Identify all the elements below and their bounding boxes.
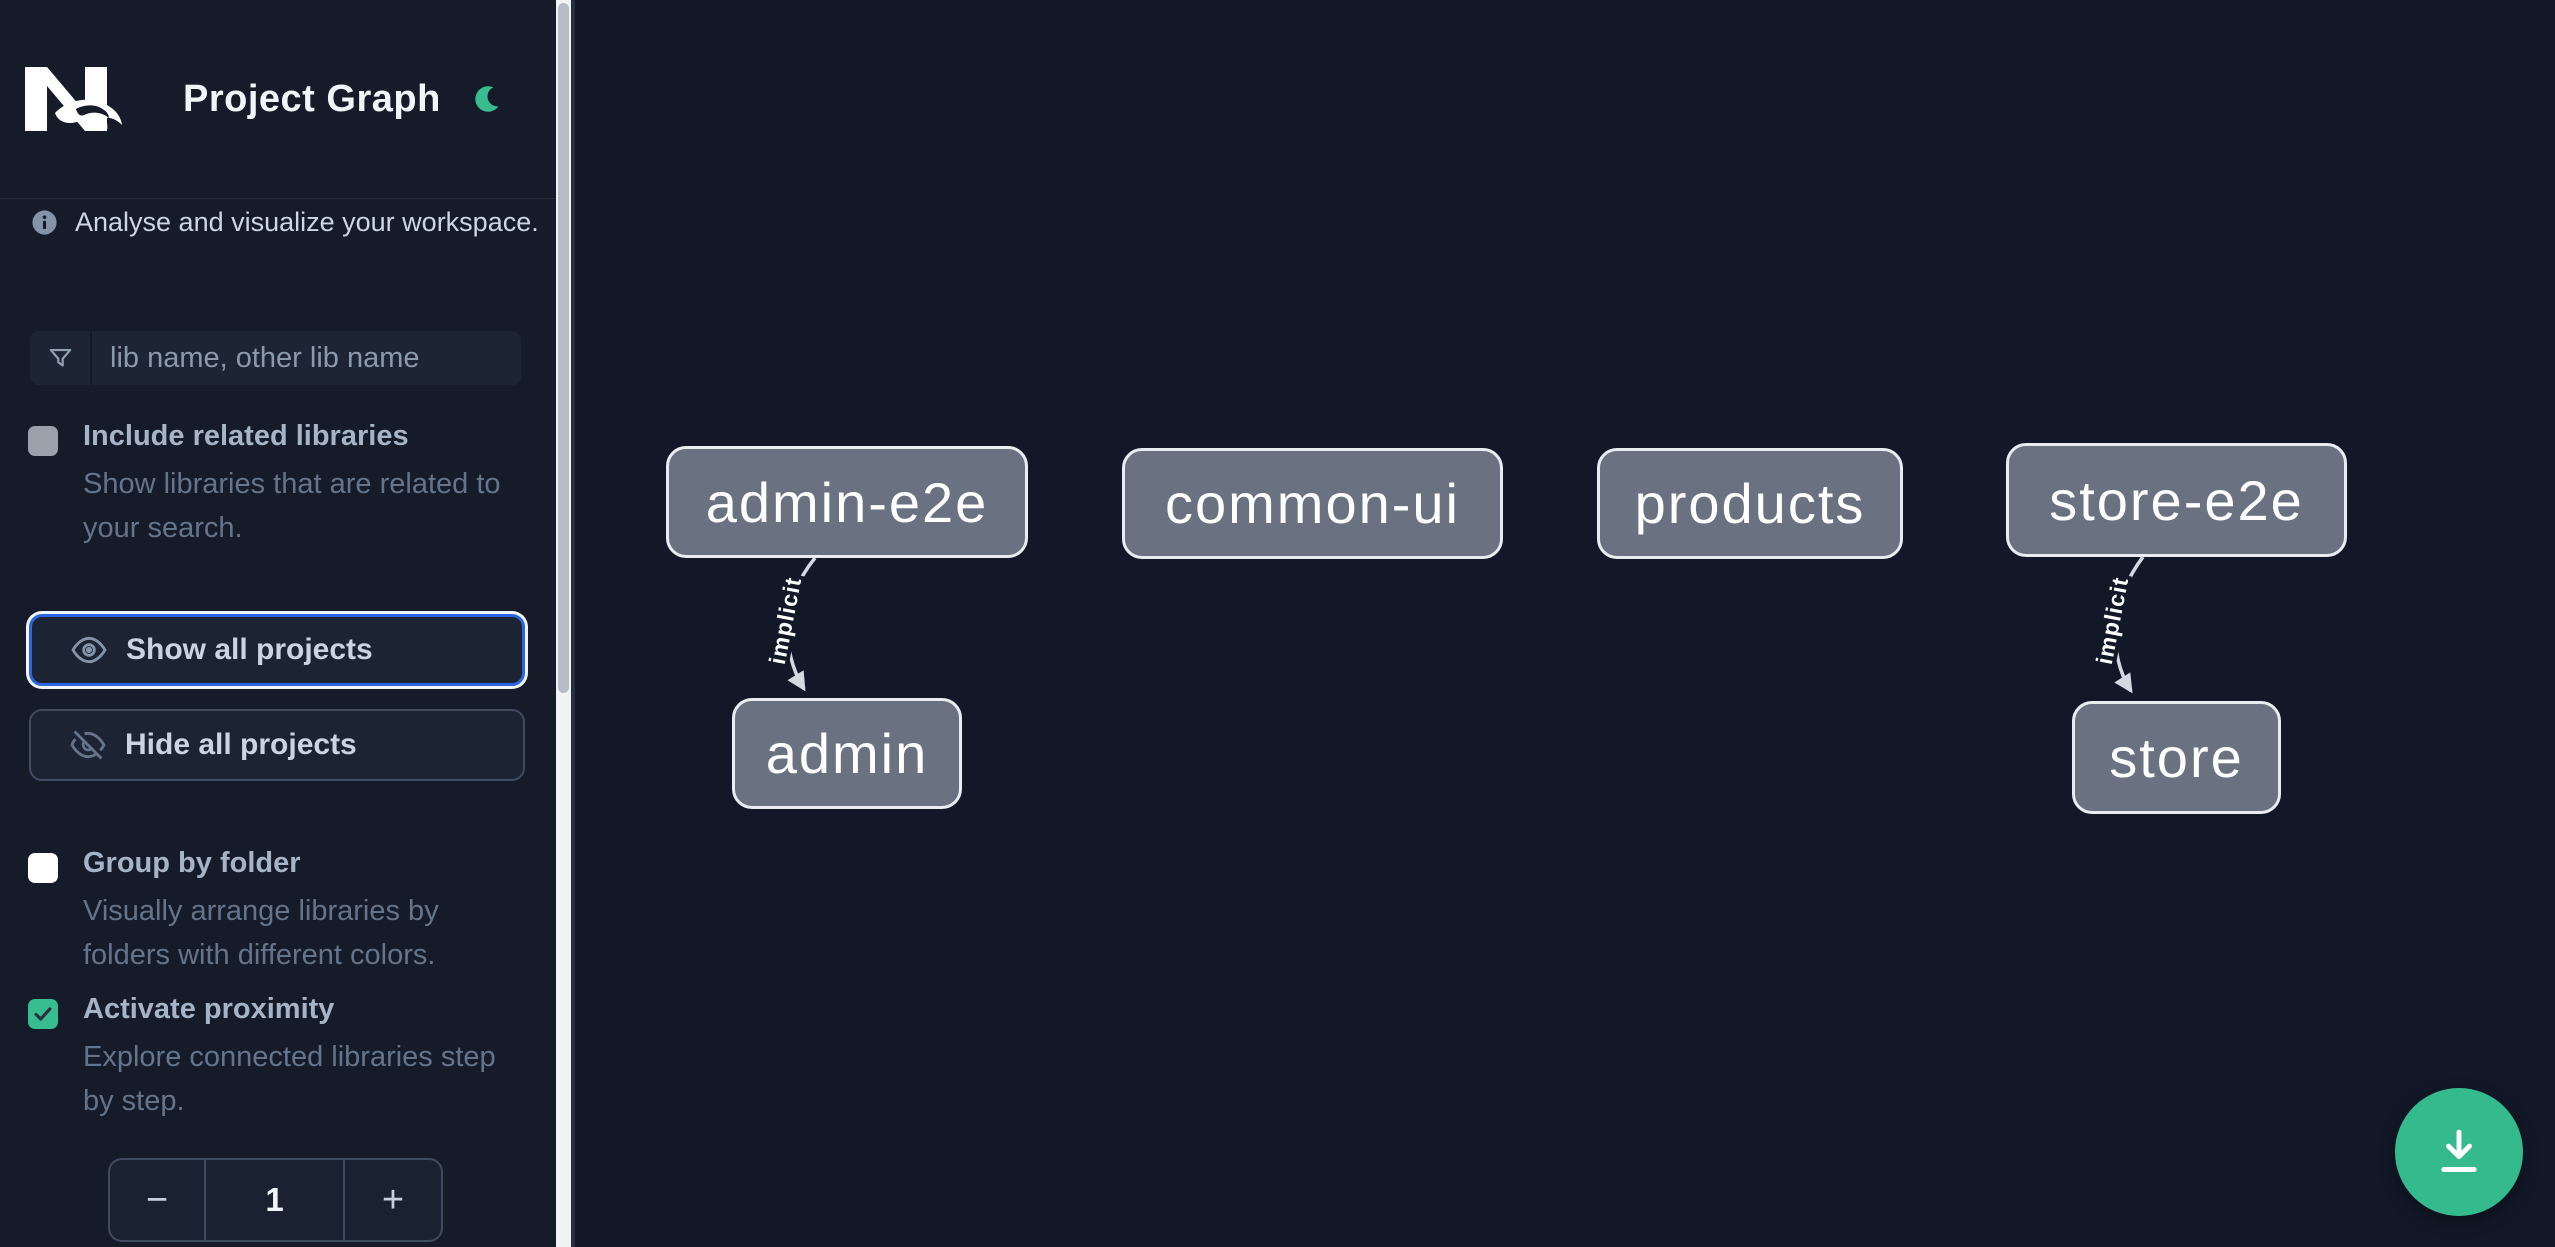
nx-logo-icon (25, 67, 122, 131)
option-group-by-folder[interactable]: Group by folder Visually arrange librari… (28, 843, 528, 977)
edge-label-store-e2e-store: implicit (2091, 575, 2133, 667)
hide-all-projects-button[interactable]: Hide all projects (29, 709, 525, 781)
checkbox-group-by-folder[interactable] (28, 853, 58, 883)
filter-input[interactable] (92, 331, 521, 385)
proximity-decrement-button[interactable]: − (110, 1160, 206, 1240)
graph-node-admin-e2e[interactable]: admin-e2e (666, 446, 1028, 558)
option-include-related-libraries[interactable]: Include related libraries Show libraries… (28, 416, 528, 550)
eye-icon (71, 636, 107, 664)
graph-node-products[interactable]: products (1597, 448, 1903, 559)
canvas-divider (571, 0, 575, 1247)
graph-node-store-e2e[interactable]: store-e2e (2006, 443, 2347, 557)
proximity-value: 1 (265, 1181, 284, 1218)
eye-off-icon (70, 730, 106, 760)
tagline-row: Analyse and visualize your workspace. (30, 207, 539, 238)
option-description: Explore connected libraries step by step… (83, 1041, 496, 1117)
theme-toggle-button[interactable] (471, 82, 505, 116)
edge-admin-e2e-admin[interactable] (786, 556, 817, 692)
proximity-increment-button[interactable]: + (343, 1160, 441, 1240)
check-icon (34, 1007, 52, 1021)
option-activate-proximity[interactable]: Activate proximity Explore connected lib… (28, 989, 528, 1123)
sidebar-scrollbar-track[interactable] (556, 0, 571, 1247)
edge-store-e2e-store[interactable] (2113, 555, 2145, 694)
show-all-projects-button[interactable]: Show all projects (29, 614, 525, 686)
option-label: Include related libraries (83, 420, 409, 452)
download-icon (2441, 1129, 2477, 1172)
show-all-label: Show all projects (126, 633, 373, 666)
checkbox-include-related[interactable] (28, 426, 58, 456)
option-description: Show libraries that are related to your … (83, 468, 501, 544)
edge-label-admin-e2e-admin: implicit (764, 575, 806, 667)
sidebar: Project Graph Analyse and visualize your… (0, 0, 556, 1247)
option-label: Activate proximity (83, 993, 335, 1025)
graph-node-admin[interactable]: admin (732, 698, 962, 809)
download-graph-button[interactable] (2395, 1088, 2523, 1216)
tagline-text: Analyse and visualize your workspace. (75, 207, 539, 237)
page-title: Project Graph (183, 77, 441, 120)
checkbox-activate-proximity[interactable] (28, 999, 58, 1029)
sidebar-header: Project Graph (0, 0, 556, 199)
graph-node-common-ui[interactable]: common-ui (1122, 448, 1503, 559)
hide-all-label: Hide all projects (125, 728, 357, 761)
option-label: Group by folder (83, 847, 301, 879)
filter-box (30, 331, 521, 385)
proximity-stepper: − 1 + (108, 1158, 443, 1242)
option-description: Visually arrange libraries by folders wi… (83, 895, 439, 971)
sidebar-scrollbar-thumb[interactable] (558, 3, 569, 693)
info-icon (32, 210, 57, 235)
graph-node-store[interactable]: store (2072, 701, 2281, 814)
moon-icon (475, 86, 499, 112)
funnel-icon (30, 331, 92, 385)
